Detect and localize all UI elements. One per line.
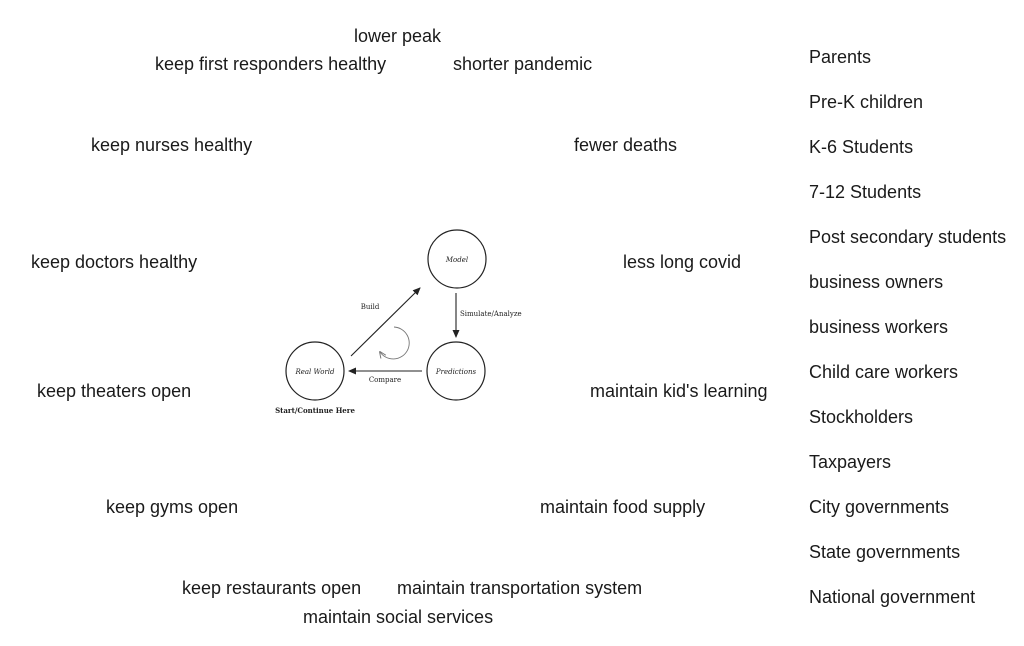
goal-maintain-kids-learning: maintain kid's learning: [590, 381, 768, 401]
predictions-node-label: Predictions: [435, 368, 477, 376]
goal-keep-first-responders-healthy: keep first responders healthy: [155, 54, 387, 74]
stakeholder-item: business owners: [809, 272, 944, 292]
modeling-cycle-diagram: Model Predictions Real World Build Simul…: [275, 229, 522, 415]
goal-fewer-deaths: fewer deaths: [574, 135, 678, 155]
goal-keep-theaters-open: keep theaters open: [37, 381, 192, 401]
real-world-node-label: Real World: [294, 368, 335, 376]
stakeholder-item: Post secondary students: [809, 227, 1007, 247]
stakeholder-item: National government: [809, 587, 976, 607]
start-label: Start/Continue Here: [275, 406, 355, 415]
goal-less-long-covid: less long covid: [623, 252, 742, 272]
stakeholder-item: Taxpayers: [809, 452, 892, 472]
compare-label: Compare: [369, 376, 401, 384]
goal-maintain-social-services: maintain social services: [303, 607, 494, 627]
model-node: Model: [427, 229, 487, 289]
build-label: Build: [361, 303, 380, 311]
goal-keep-doctors-healthy: keep doctors healthy: [31, 252, 198, 272]
goal-keep-nurses-healthy: keep nurses healthy: [91, 135, 253, 155]
cycle-loop-icon: [380, 326, 410, 360]
stakeholder-item: business workers: [809, 317, 949, 337]
stakeholder-item: Parents: [809, 47, 872, 67]
goal-lower-peak: lower peak: [354, 26, 442, 46]
predictions-node: Predictions: [426, 341, 486, 401]
goal-maintain-transportation-system: maintain transportation system: [397, 578, 643, 598]
stakeholder-item: State governments: [809, 542, 961, 562]
stakeholder-item: Stockholders: [809, 407, 914, 427]
real-world-node: Real World: [285, 341, 345, 401]
build-arrow: [350, 287, 421, 357]
goal-keep-gyms-open: keep gyms open: [106, 497, 239, 517]
stakeholder-item: Pre-K children: [809, 92, 924, 112]
stakeholder-item: 7-12 Students: [809, 182, 922, 202]
goal-maintain-food-supply: maintain food supply: [540, 497, 706, 517]
stakeholder-item: Child care workers: [809, 362, 959, 382]
goal-keep-restaurants-open: keep restaurants open: [182, 578, 362, 598]
stakeholder-item: City governments: [809, 497, 950, 517]
goal-shorter-pandemic: shorter pandemic: [453, 54, 593, 74]
simulate-label: Simulate/Analyze: [460, 310, 522, 318]
stakeholder-item: K-6 Students: [809, 137, 914, 157]
model-node-label: Model: [445, 256, 468, 264]
